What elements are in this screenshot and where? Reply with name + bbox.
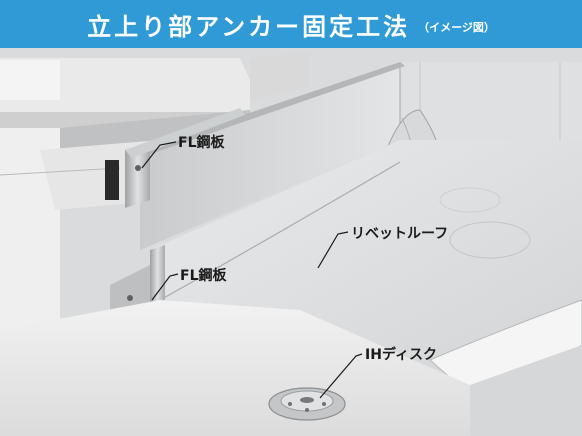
leader-fl-lower	[151, 273, 179, 301]
ih-disc	[268, 387, 346, 421]
leader-ih-disc	[319, 353, 363, 399]
illustration	[0, 48, 582, 436]
membrane-floor	[150, 140, 582, 396]
upper-fl-steel-plate	[125, 108, 245, 208]
leader-lines	[141, 141, 363, 399]
title-bar: 立上り部アンカー固定工法 （イメージ図）	[0, 0, 582, 48]
callout-ih-disc: IHディスク	[365, 347, 437, 363]
leader-rivet-roof	[317, 231, 349, 269]
callout-fl-plate-lower: FL鋼板	[180, 268, 227, 284]
leader-fl-upper	[141, 141, 177, 169]
callout-rivet-roof: リベットルーフ	[351, 226, 449, 242]
rear-wall	[140, 62, 582, 250]
diagram-subtitle: （イメージ図）	[418, 21, 495, 34]
diagram-title: 立上り部アンカー固定工法	[87, 12, 411, 41]
concrete-slab	[0, 300, 582, 436]
callout-fl-plate-upper: FL鋼板	[178, 135, 225, 151]
